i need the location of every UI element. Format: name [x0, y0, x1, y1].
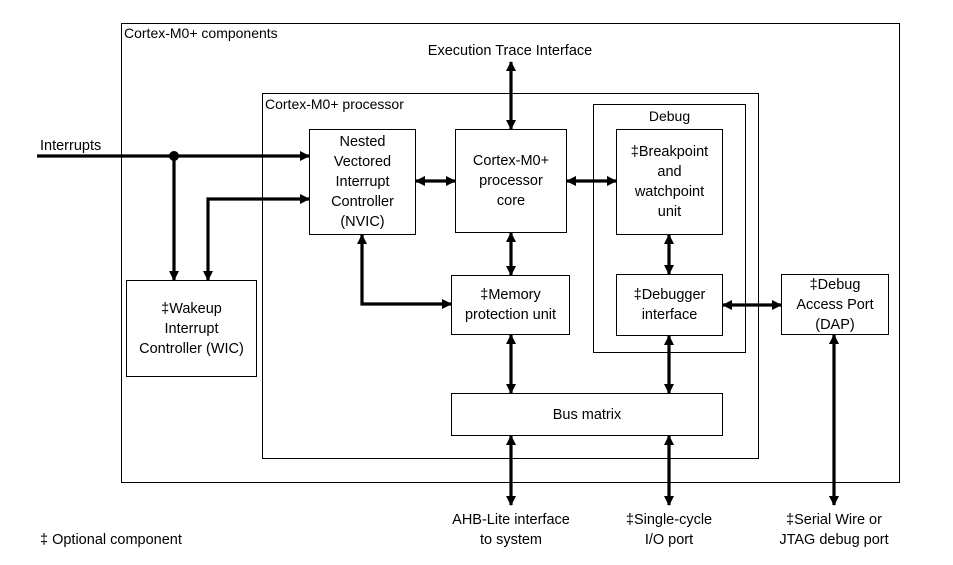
processor-core-block: Cortex-M0+ processor core — [455, 129, 567, 233]
mpu-block: ‡Memory protection unit — [451, 275, 570, 335]
nvic-label: Nested Vectored Interrupt Controller (NV… — [331, 134, 394, 230]
dap-block: ‡Debug Access Port (DAP) — [781, 274, 889, 335]
breakpoint-watchpoint-block: ‡Breakpoint and watchpoint unit — [616, 129, 723, 235]
optional-component-legend: ‡ Optional component — [40, 532, 182, 548]
serial-wire-jtag-port-label: ‡Serial Wire or JTAG debug port — [779, 512, 889, 548]
nvic-mpu-link — [356, 233, 453, 310]
debugger-interface-block: ‡Debugger interface — [616, 274, 723, 336]
single-cycle-io-port-label: ‡Single-cycle I/O port — [625, 512, 713, 548]
wic-to-nvic-line — [202, 193, 311, 282]
wic-label: ‡Wakeup Interrupt Controller (WIC) — [139, 300, 244, 357]
ahb-lite-interface-label: AHB-Lite interface to system — [452, 512, 570, 548]
execution-trace-interface-label: Execution Trace Interface — [427, 43, 593, 59]
debugger-interface-label: ‡Debugger interface — [633, 287, 706, 323]
bus-matrix-block: Bus matrix — [451, 393, 723, 436]
interrupts-label: Interrupts — [40, 138, 102, 154]
processor-frame-title: Cortex-M0+ processor — [265, 96, 404, 112]
components-frame-title: Cortex-M0+ components — [124, 25, 278, 41]
debug-frame-title: Debug — [648, 108, 691, 124]
wic-block: ‡Wakeup Interrupt Controller (WIC) — [126, 280, 257, 377]
interrupts-junction-dot — [169, 151, 179, 161]
breakpoint-watchpoint-label: ‡Breakpoint and watchpoint unit — [630, 144, 709, 220]
bus-matrix-label: Bus matrix — [552, 406, 622, 423]
processor-core-label: Cortex-M0+ processor core — [472, 153, 550, 209]
dap-label: ‡Debug Access Port (DAP) — [796, 276, 874, 333]
mpu-label: ‡Memory protection unit — [464, 287, 557, 323]
